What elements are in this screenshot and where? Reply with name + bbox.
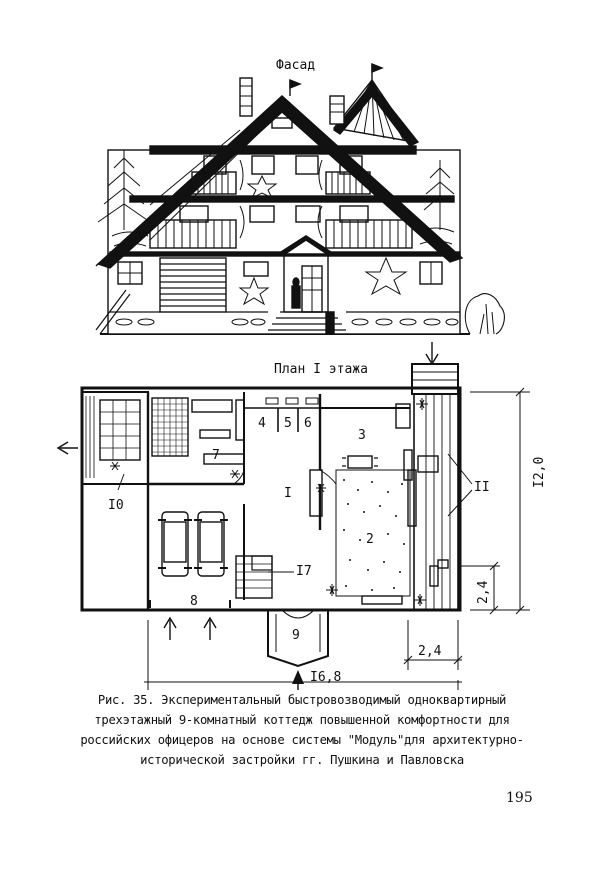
dimension-height-part: 2,4 (476, 580, 491, 604)
room-label-4: 4 (258, 416, 266, 431)
room-label-7: 7 (212, 448, 220, 463)
plan-arrows (56, 342, 439, 690)
figure-caption: Рис. 35. Экспериментальный быстровозводи… (52, 690, 552, 770)
room-label-2: 2 (366, 532, 374, 547)
caption-line: Рис. 35. Экспериментальный быстровозводи… (97, 693, 507, 707)
floor-plan-drawing (80, 363, 530, 690)
plan-title: План I этажа (274, 362, 368, 377)
room-label-11: II (474, 480, 490, 495)
caption-line: исторической застройки гг. Пушкина и Пав… (140, 753, 464, 767)
caption-line: российских офицеров на основе системы "М… (80, 733, 524, 747)
room-label-5: 5 (284, 416, 292, 431)
page-number: 195 (506, 790, 533, 806)
room-label-8: 8 (190, 594, 198, 609)
caption-line: трехэтажный 9-комнатный коттедж повышенн… (94, 713, 510, 727)
dimension-width-part: 2,4 (418, 644, 442, 659)
facade-drawing (95, 62, 505, 335)
room-label-17: I7 (296, 564, 312, 579)
room-label-3: 3 (358, 428, 366, 443)
room-label-9: 9 (292, 628, 300, 643)
room-label-1: I (284, 486, 292, 501)
room-label-6: 6 (304, 416, 312, 431)
room-label-10: I0 (108, 498, 124, 513)
dimension-width-total: I6,8 (310, 670, 342, 685)
dimension-height-total: I2,0 (532, 456, 547, 488)
facade-title: Фасад (276, 58, 316, 73)
